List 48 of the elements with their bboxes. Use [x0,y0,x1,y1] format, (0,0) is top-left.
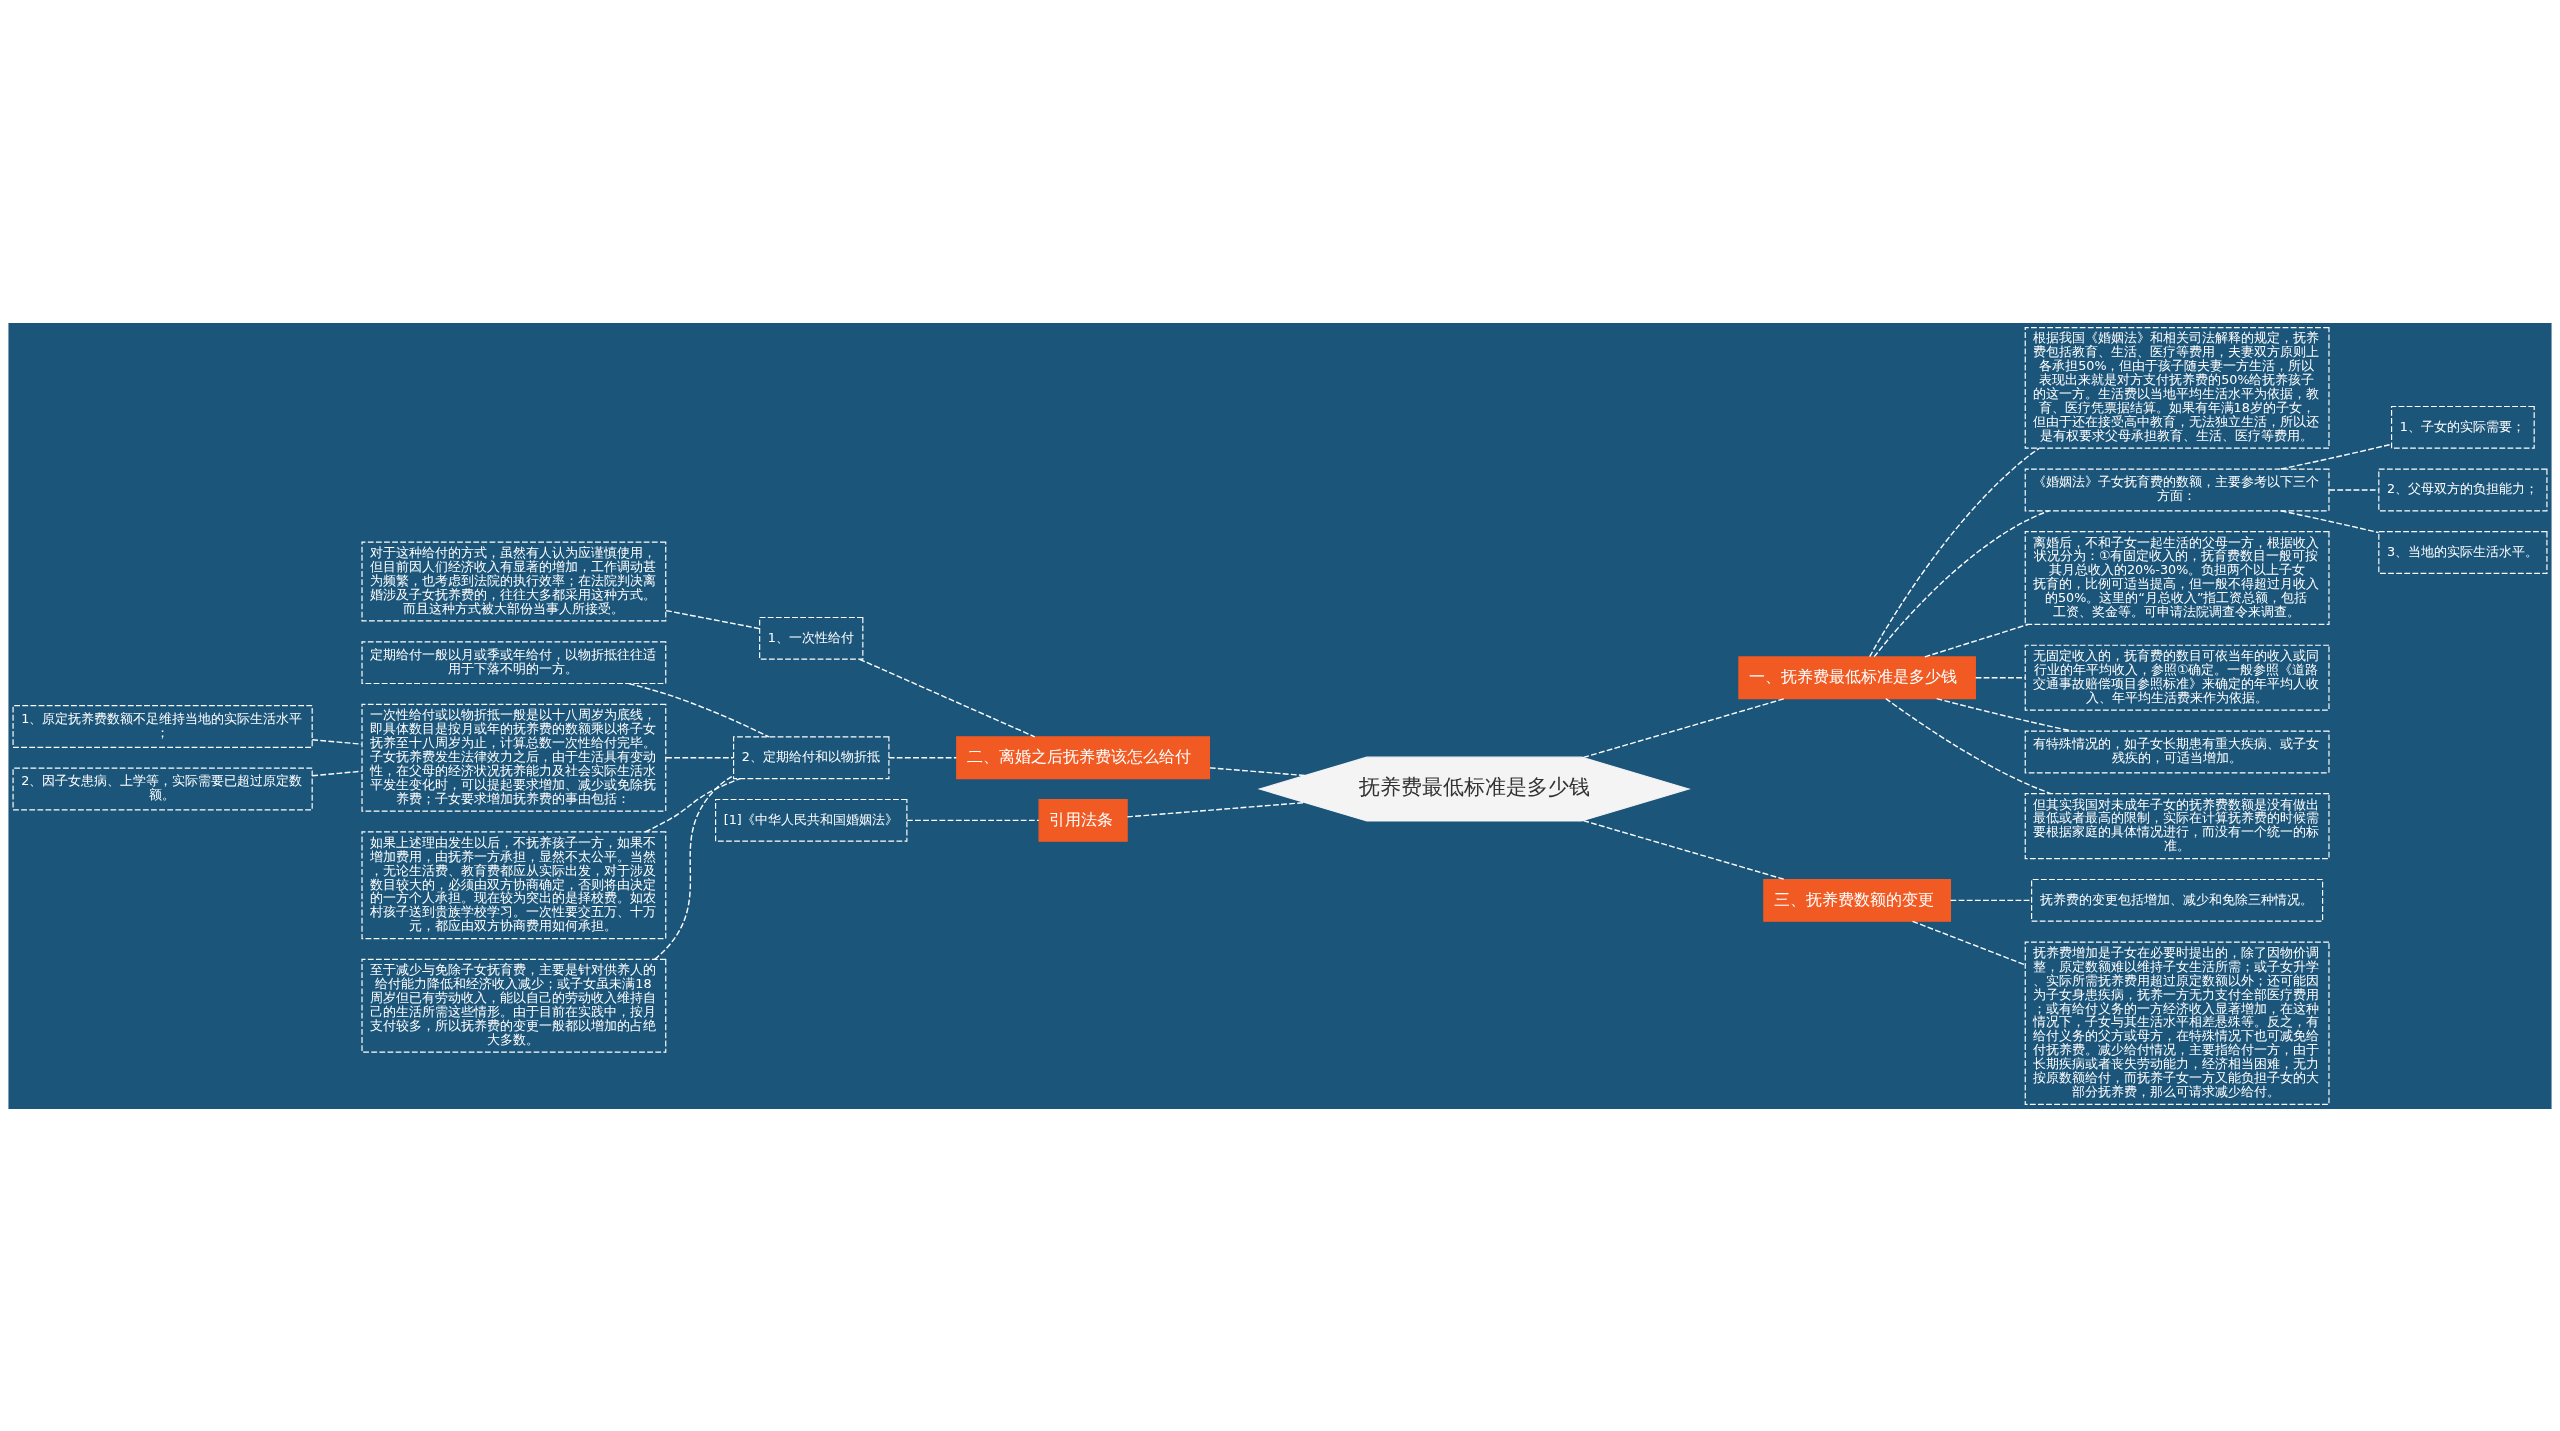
connector [2328,488,2380,491]
connector [665,756,735,758]
connector [1975,676,2026,678]
connector [311,770,363,776]
connector [906,819,1040,821]
node-box: 一次性给付或以物折抵一般是以十八周岁为底线，即具体数目是按月或年的抚养费的数额乘以将子女抚养至十八周岁为止，计算总数一次性给付完毕。子女抚养费发生法律效力之后，由于生活具有变动性，在父母的经济状况抚养能力及社会实际生活水平发生变化时，可以提起要求增加、减少或免除抚养费；子女要求增加抚养费的事由包括： [361,703,667,812]
node-box: 引用法条 [1038,798,1128,842]
node-box: 定期给付一般以月或季或年给付，以物折抵往往适用于下落不明的一方。 [361,640,667,684]
node-box: 《婚姻法》子女抚育费的数额，主要参考以下三个方面： [2024,468,2330,511]
connector [1869,447,2040,657]
connector [1209,766,1306,776]
node-box: 对于这种给付的方式，虽然有人认为应谨慎使用，但目前因人们经济收入有显著的增加，工作调动甚为频繁，也考虑到法院的执行效率；在法院判决离婚涉及子女抚养费的，往往大多都采用这种方式。而且这种方式被大部份当事人所接受。 [361,541,667,622]
node-box: 抚养费的变更包括增加、减少和免除三种情况。 [2031,878,2324,922]
connector [1126,801,1306,818]
node-box: 有特殊情况的，如子女长期患有重大疾病、或子女残疾的，可适当增加。 [2024,730,2330,773]
node-box: 3、当地的实际生活水平。 [2378,530,2548,574]
node-box: 一、抚养费最低标准是多少钱 [1738,655,1976,699]
node-box: 离婚后，不和子女一起生活的父母一方，根据收入状况分为：①有固定收入的，抚育费数目一般可按其月总收入的20%-30%。负担两个以上子女抚育的，比例可适当提高，但一般不得超过月收入的50%。这里的“月总收入”指工资总额，包括工资、奖金等。可申请法院调查令来调查。 [2024,530,2330,625]
node-box: [1]《中华人民共和国婚姻法》 [715,798,908,842]
node-box: 如果上述理由发生以后，不抚养孩子一方，如果不增加费用，由抚养一方承担，显然不太公平。当然，无论生活费、教育费都应从实际出发，对于涉及数目较大的，必须由双方协商确定，否则将由决定的一方个人承担。现在较为突出的是择校费。如农村孩子送到贵族学校学习。一次性要交五万、十万元，都应由双方协商费用如何承担。 [361,830,667,939]
connector [1885,697,2052,794]
connector [2280,443,2393,470]
node-box: 至于减少与免除子女抚育费，主要是针对供养人的给付能力降低和经济收入减少；或子女虽未满18周岁但已有劳动收入，能以自己的劳动收入维持自己的生活所需这些情形。由于目前在实践中，按月支付较多，所以抚养费的变更一般都以增加的占绝大多数。 [361,958,667,1053]
node-box: 无固定收入的，抚育费的数目可依当年的收入或同行业的年平均收入，参照①确定。一般参照《道路交通事故赔偿项目参照标准》来确定的年平均人收入、年平均生活费来作为依据。 [2024,644,2330,711]
connector [1873,509,2050,657]
connector [653,774,735,960]
node-box: 2、父母双方的负担能力； [2378,468,2548,511]
node-box: 二、离婚之后抚养费该怎么给付 [956,735,1211,779]
connector [1582,819,1786,880]
connector [2280,509,2380,533]
node-box: 1、子女的实际需要； [2391,405,2535,449]
connector [888,756,957,758]
connector [1936,697,2073,732]
node-box: 三、抚养费数额的变更 [1763,878,1952,922]
node-box: 2、因子女患病、上学等，实际需要已超过原定数额。 [12,767,313,810]
node-box: 根据我国《婚姻法》和相关司法解释的规定，抚养费包括教育、生活、医疗等费用，夫妻双方原则上各承担50%，但由于孩子随夫妻一方生活，所以表现出来就是对方支付抚养费的50%给抚养孩子的这一方。生活费以当地平均生活水平为依据，教育、医疗凭票据结算。如果有年满18岁的子女，但由于还在接受高中教育，无法独立生活，所以还是有权要求父母承担教育、生活、医疗等费用。 [2024,326,2330,449]
connector [665,609,761,629]
connector [858,658,1036,737]
node-box: 1、原定抚养费数额不足维持当地的实际生活水平； [12,704,313,748]
connector [1924,623,2029,658]
node-box: 但其实我国对未成年子女的抚养费数额是没有做出最低或者最高的限制，实际在计算抚养费的时候需要根据家庭的具体情况进行，而没有一个统一的标准。 [2024,792,2330,859]
node-box: 2、定期给付和以物折抵 [733,735,890,779]
node-box: 抚养费增加是子女在必要时提出的，除了因物价调整，原定数额难以维持子女生活所需；或子女升学、实际所需抚养费用超过原定数额以外；还可能因为子女身患疾病，抚养一方无力支付全部医疗费用；或有给付义务的一方经济收入显著增加，在这种情况下，子女与其生活水平相差悬殊等。反之，有给付义务的父方或母方，在特殊情况下也可减免给付抚养费。减少给付情况，主要指给付一方，由于长期疾病或者丧失劳动能力，经济相当困难，无力按原数额给付，而抚养子女一方又能负担子女的大部分抚养费，那么可请求减少给付。 [2024,940,2330,1105]
connector [644,777,741,833]
connector [1911,920,2026,966]
node-box: 1、一次性给付 [759,616,864,660]
connector [1582,697,1786,758]
connector [311,738,363,745]
